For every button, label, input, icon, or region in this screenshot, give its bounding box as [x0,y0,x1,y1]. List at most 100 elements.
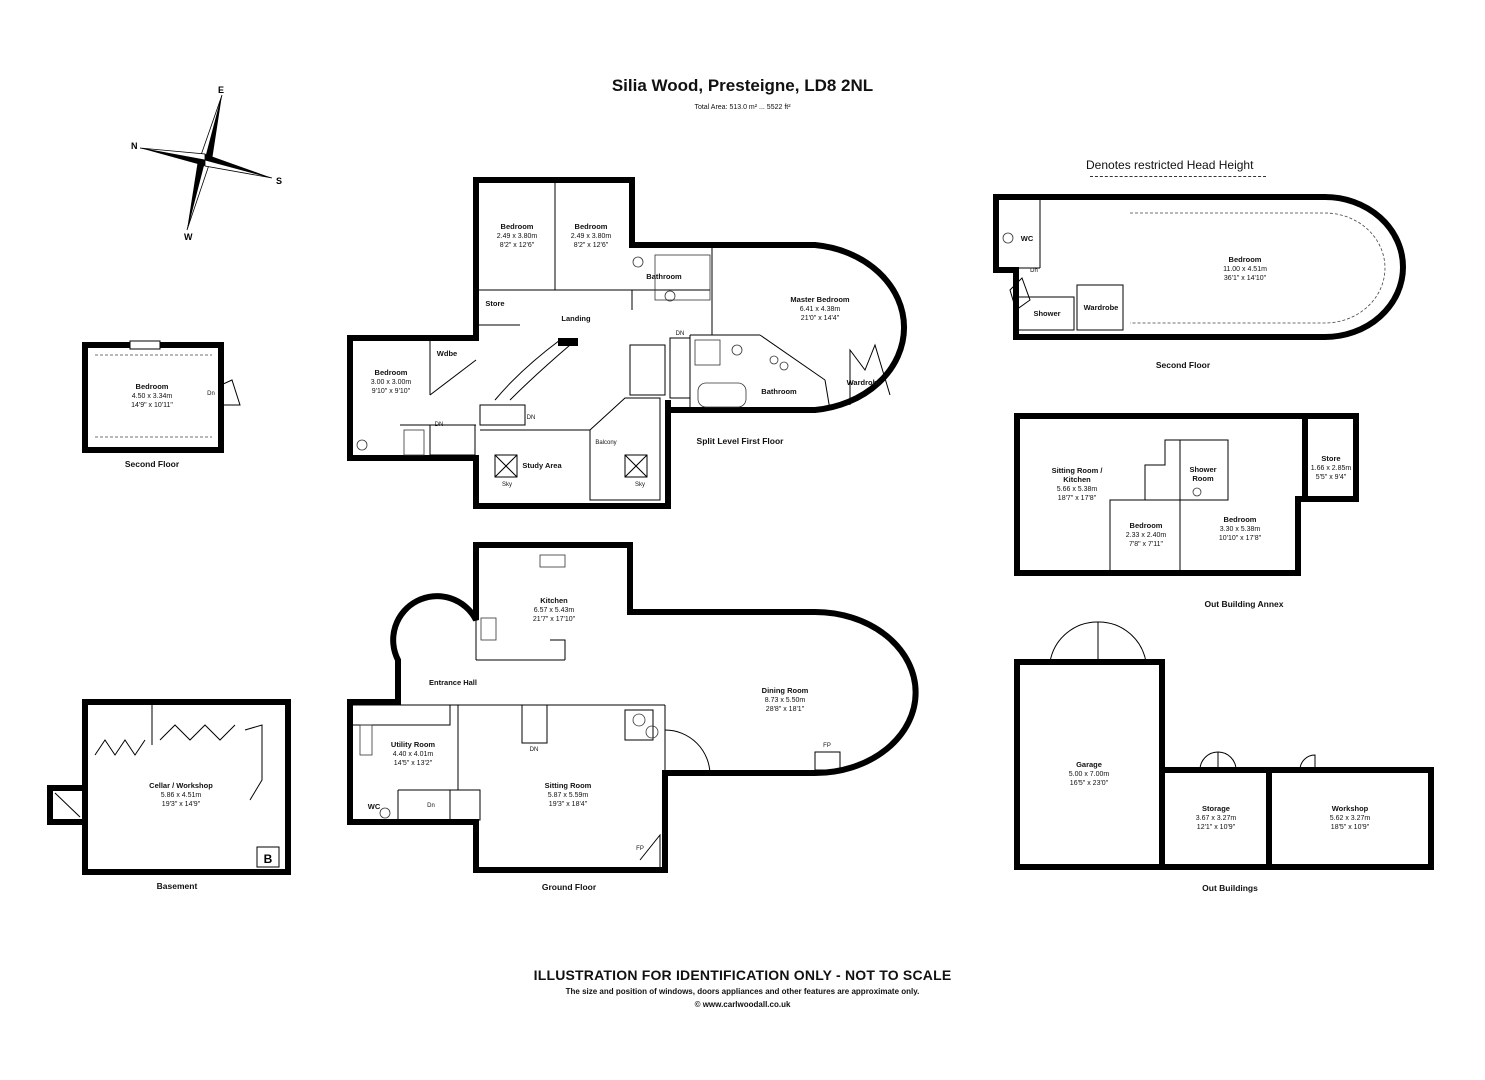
room-name: Bedroom [1229,255,1262,264]
room-dim-m: 6.41 x 4.38m [800,306,841,313]
skylight-label: Sky [635,482,645,488]
room-dim-m: 5.86 x 4.51m [161,792,202,799]
room-name: Bathroom [761,387,797,396]
stair-dn: DN [527,415,536,421]
floor-caption: Ground Floor [542,882,597,892]
room-dim-m: 2.33 x 2.40m [1126,532,1167,539]
room-name: Master Bedroom [790,295,850,304]
plan-basement: B Cellar / Workshop 5.86 x 4.51m 19'3" x… [47,699,291,891]
room-name: Store [485,299,504,308]
room-dim-m: 5.00 x 7.00m [1069,771,1110,778]
room-name: Landing [561,314,591,323]
disclaimer-heading: ILLUSTRATION FOR IDENTIFICATION ONLY - N… [533,967,952,983]
room-dim-ft: 5'5" x 9'4" [1316,474,1347,481]
room-dim-ft: 19'3" x 18'4" [549,801,588,808]
room-dim-m: 3.67 x 3.27m [1196,815,1237,822]
room-dim-m: 11.00 x 4.51m [1223,266,1267,273]
compass-s: S [276,176,282,186]
room-dim-m: 3.30 x 5.38m [1220,526,1261,533]
compass-e: E [218,85,224,95]
room-dim-ft: 9'10" x 9'10" [372,388,411,395]
stair-dn: DN [435,422,444,428]
room-dim-m: 4.50 x 3.34m [132,393,173,400]
room-dim-ft: 18'5" x 10'9" [1331,824,1370,831]
room-name: Dining Room [762,686,809,695]
room-dim-m: 8.73 x 5.50m [765,697,806,704]
room-dim-m: 5.87 x 5.59m [548,792,589,799]
room-name: Study Area [522,461,562,470]
room-dim-ft: 14'9" x 10'11" [131,402,173,409]
total-area: Total Area: 513.0 m² ... 5522 ft² [694,104,791,111]
head-height-dash-sample [1090,176,1266,177]
room-name: Bedroom [136,382,169,391]
plan-outbuildings: Garage 5.00 x 7.00m 16'5" x 23'0" Storag… [1014,621,1434,893]
room-dim-m: 6.57 x 5.43m [534,607,575,614]
plan-annex: Sitting Room / Kitchen 5.66 x 5.38m 18'7… [1014,413,1359,609]
compass-icon: N E S W [131,85,282,242]
compass-w: W [184,232,193,242]
room-name: Bedroom [375,368,408,377]
room-name: Bedroom [501,222,534,231]
room-name: Bedroom [1130,521,1163,530]
room-dim-m: 5.62 x 3.27m [1330,815,1371,822]
room-dim-ft: 16'5" x 23'0" [1070,780,1109,787]
plan-second-floor-right: WC Dn Bedroom 11.00 x 4.51m 36'1" x 14'1… [993,194,1406,370]
floor-caption: Out Buildings [1202,883,1258,893]
room-name-2: Room [1192,474,1214,483]
room-dim-ft: 7'8" x 7'11" [1129,541,1163,548]
room-dim-ft: 8'2" x 12'6" [500,242,535,249]
stair-dn: Dn [207,391,215,397]
floor-caption: Out Building Annex [1204,599,1283,609]
plan-split-level: Bedroom 2.49 x 3.80m 8'2" x 12'6" Bedroo… [347,177,908,509]
room-dim-ft: 19'3" x 14'9" [162,801,201,808]
copyright: © www.carlwoodall.co.uk [694,1000,791,1009]
skylight-label: Sky [502,482,512,488]
room-name: Wardrobe [847,378,882,387]
room-dim-ft: 36'1" x 14'10" [1224,275,1267,282]
room-dim-m: 2.49 x 3.80m [571,233,612,240]
room-name: Shower [1033,309,1060,318]
room-dim-m: 3.00 x 3.00m [371,379,412,386]
room-dim-m: 2.49 x 3.80m [497,233,538,240]
head-height-note: Denotes restricted Head Height [1086,158,1254,172]
floor-caption: Second Floor [1156,360,1211,370]
stair-dn: Dn [1030,268,1038,274]
stair-dn: DN [530,747,539,753]
plan-ground-floor: Kitchen 6.57 x 5.43m 21'7" x 17'10" Entr… [347,542,919,892]
room-name-2: Kitchen [1063,475,1091,484]
floor-caption: Split Level First Floor [697,436,785,446]
room-name: Sitting Room / [1052,466,1104,475]
room-dim-ft: 21'7" x 17'10" [533,616,576,623]
room-dim-ft: 8'2" x 12'6" [574,242,609,249]
room-dim-m: 4.40 x 4.01m [393,751,434,758]
room-name: Utility Room [391,740,435,749]
room-name: Balcony [595,440,616,446]
room-name: Sitting Room [545,781,592,790]
stair-dn: DN [676,331,685,337]
room-name: Kitchen [540,596,568,605]
plan-second-floor-left: Bedroom 4.50 x 3.34m 14'9" x 10'11" Dn S… [82,340,241,469]
room-name: Storage [1202,804,1230,813]
room-name: Entrance Hall [429,678,477,687]
room-name: Workshop [1332,804,1369,813]
room-dim-ft: 14'5" x 13'2" [394,760,433,767]
room-dim-m: 1.66 x 2.85m [1311,465,1352,472]
floor-caption: Second Floor [125,459,180,469]
disclaimer-note: The size and position of windows, doors … [565,987,920,996]
boiler-label: B [264,852,273,866]
room-dim-ft: 28'8" x 18'1" [766,706,805,713]
room-name: Wdbe [437,349,457,358]
room-name: Shower [1189,465,1216,474]
stair-dn: Dn [427,803,435,809]
fireplace-label: FP [636,846,644,852]
room-name: Bedroom [575,222,608,231]
room-name: Store [1321,454,1340,463]
room-dim-ft: 21'0" x 14'4" [801,315,840,322]
room-name: Bathroom [646,272,682,281]
room-name: WC [1021,234,1034,243]
plan-title: Silia Wood, Presteigne, LD8 2NL [611,76,874,95]
room-name: Bedroom [1224,515,1257,524]
room-dim-m: 5.66 x 5.38m [1057,486,1098,493]
compass-n: N [131,141,138,151]
